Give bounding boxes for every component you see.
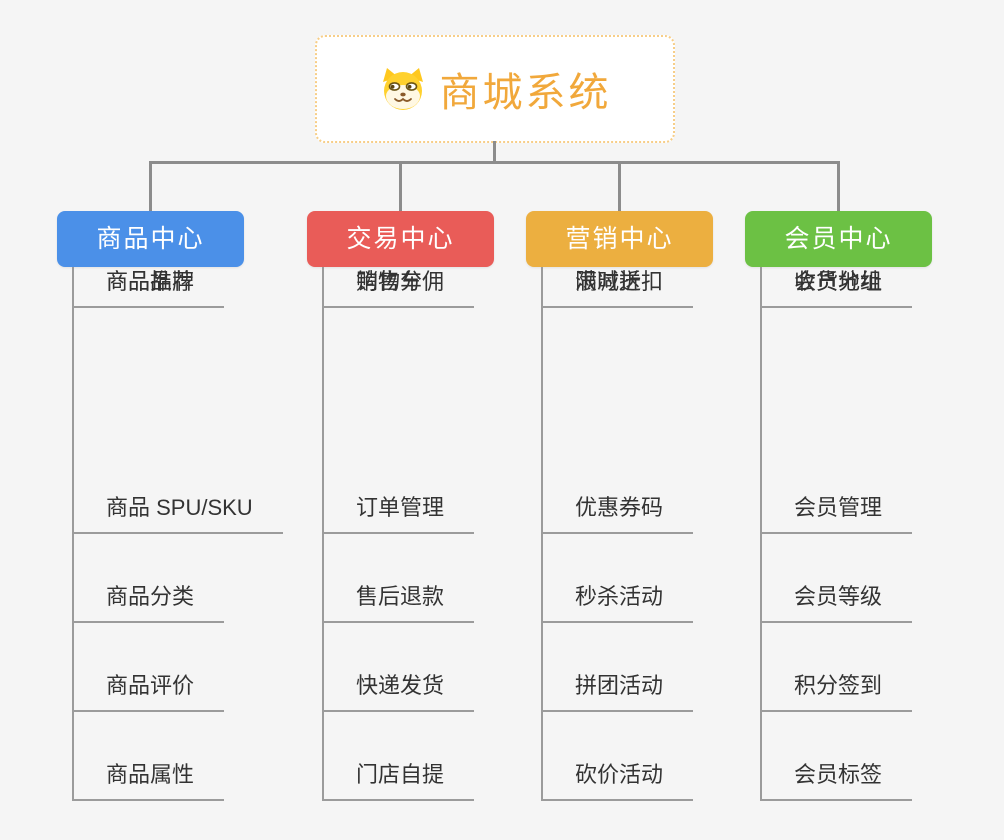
leaf-node[interactable]: 商品属性 bbox=[72, 760, 225, 801]
leaf-node[interactable]: 满减送 bbox=[541, 267, 672, 308]
branch-trunk bbox=[72, 267, 74, 801]
leaf-node[interactable]: 拼团活动 bbox=[541, 671, 694, 712]
connector-drop-marketing bbox=[618, 161, 621, 211]
connector-bus bbox=[149, 161, 839, 164]
leaf-node[interactable]: 积分签到 bbox=[760, 671, 913, 712]
branch-member: 会员中心 会员管理 会员等级 积分签到 会员标签 会员分组 收货地址 bbox=[745, 211, 932, 801]
leaf-node[interactable]: 会员管理 bbox=[760, 493, 913, 534]
branch-product: 商品中心 商品 SPU/SKU 商品分类 商品评价 商品属性 商品推荐 商品品牌 bbox=[57, 211, 283, 801]
branch-trunk bbox=[760, 267, 762, 801]
leaf-node[interactable]: 商品 SPU/SKU bbox=[72, 493, 283, 534]
leaf-node[interactable]: 会员标签 bbox=[760, 760, 913, 801]
leaf-node[interactable]: 门店自提 bbox=[322, 760, 475, 801]
leaf-node[interactable]: 收货地址 bbox=[760, 267, 913, 308]
branch-header-product[interactable]: 商品中心 bbox=[57, 211, 244, 267]
dog-face-icon bbox=[379, 65, 427, 113]
leaf-node[interactable]: 商品品牌 bbox=[72, 267, 225, 308]
branch-header-member[interactable]: 会员中心 bbox=[745, 211, 932, 267]
leaf-node[interactable]: 秒杀活动 bbox=[541, 582, 694, 623]
leaf-node[interactable]: 售后退款 bbox=[322, 582, 475, 623]
leaf-node[interactable]: 会员等级 bbox=[760, 582, 913, 623]
leaf-node[interactable]: 订单管理 bbox=[322, 493, 475, 534]
branch-trade: 交易中心 订单管理 售后退款 快递发货 门店自提 购物车 销售分佣 bbox=[307, 211, 494, 801]
branch-header-marketing[interactable]: 营销中心 bbox=[526, 211, 713, 267]
branch-marketing: 营销中心 优惠券码 秒杀活动 拼团活动 砍价活动 限时折扣 满减送 bbox=[526, 211, 713, 801]
leaf-node[interactable]: 优惠券码 bbox=[541, 493, 694, 534]
branch-trunk bbox=[541, 267, 543, 801]
leaf-node[interactable]: 商品评价 bbox=[72, 671, 225, 712]
connector-drop-product bbox=[149, 161, 152, 211]
root-title: 商城系统 bbox=[439, 71, 612, 115]
root-node[interactable]: 商城系统 bbox=[315, 35, 675, 143]
branch-trunk bbox=[322, 267, 324, 801]
leaf-node[interactable]: 商品分类 bbox=[72, 582, 225, 623]
leaf-node[interactable]: 砍价活动 bbox=[541, 760, 694, 801]
connector-root-stem bbox=[493, 141, 496, 163]
connector-drop-member bbox=[837, 161, 840, 211]
connector-drop-trade bbox=[399, 161, 402, 211]
branch-header-trade[interactable]: 交易中心 bbox=[307, 211, 494, 267]
leaf-node[interactable]: 快递发货 bbox=[322, 671, 475, 712]
leaf-node[interactable]: 销售分佣 bbox=[322, 267, 475, 308]
